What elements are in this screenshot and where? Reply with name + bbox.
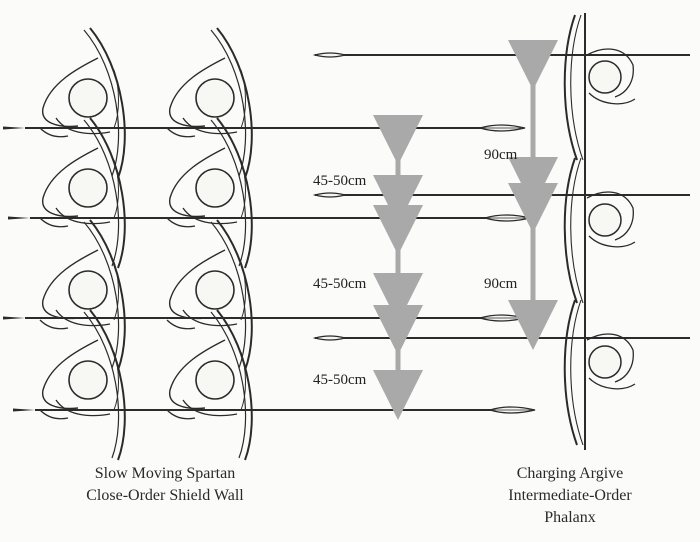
spartan-spear — [2, 314, 526, 322]
argive-hoplite — [563, 297, 636, 451]
argive-hoplite — [563, 155, 636, 309]
argive-gap-label: 90cm — [484, 147, 518, 163]
caption-line: Intermediate-Order — [508, 487, 632, 504]
caption-line: Slow Moving Spartan — [94, 465, 236, 482]
spartan-gap-label: 45-50cm — [313, 372, 367, 388]
spartan-gap-label: 45-50cm — [313, 276, 367, 292]
argive-formation — [312, 12, 690, 451]
spartan-formation — [2, 27, 536, 461]
argive-caption: Charging Argive Intermediate-Order Phala… — [480, 463, 660, 529]
spartan-hoplite — [39, 117, 126, 269]
caption-line: Close-Order Shield Wall — [86, 487, 244, 504]
spartan-hoplite — [166, 117, 253, 269]
caption-line: Phalanx — [544, 509, 596, 526]
argive-gap-label: 90cm — [484, 276, 518, 292]
spartan-hoplite — [166, 309, 253, 461]
spartan-caption: Slow Moving Spartan Close-Order Shield W… — [40, 463, 290, 507]
spartan-spear — [12, 406, 536, 414]
spartan-hoplite — [39, 309, 126, 461]
argive-spear — [312, 335, 690, 341]
argive-spear — [312, 52, 690, 58]
spartan-spear — [7, 214, 531, 222]
argive-hoplite — [563, 12, 636, 166]
caption-line: Charging Argive — [516, 465, 624, 482]
spartan-gap-label: 45-50cm — [313, 173, 367, 189]
spartan-spear — [2, 124, 526, 132]
argive-spear — [312, 192, 690, 198]
